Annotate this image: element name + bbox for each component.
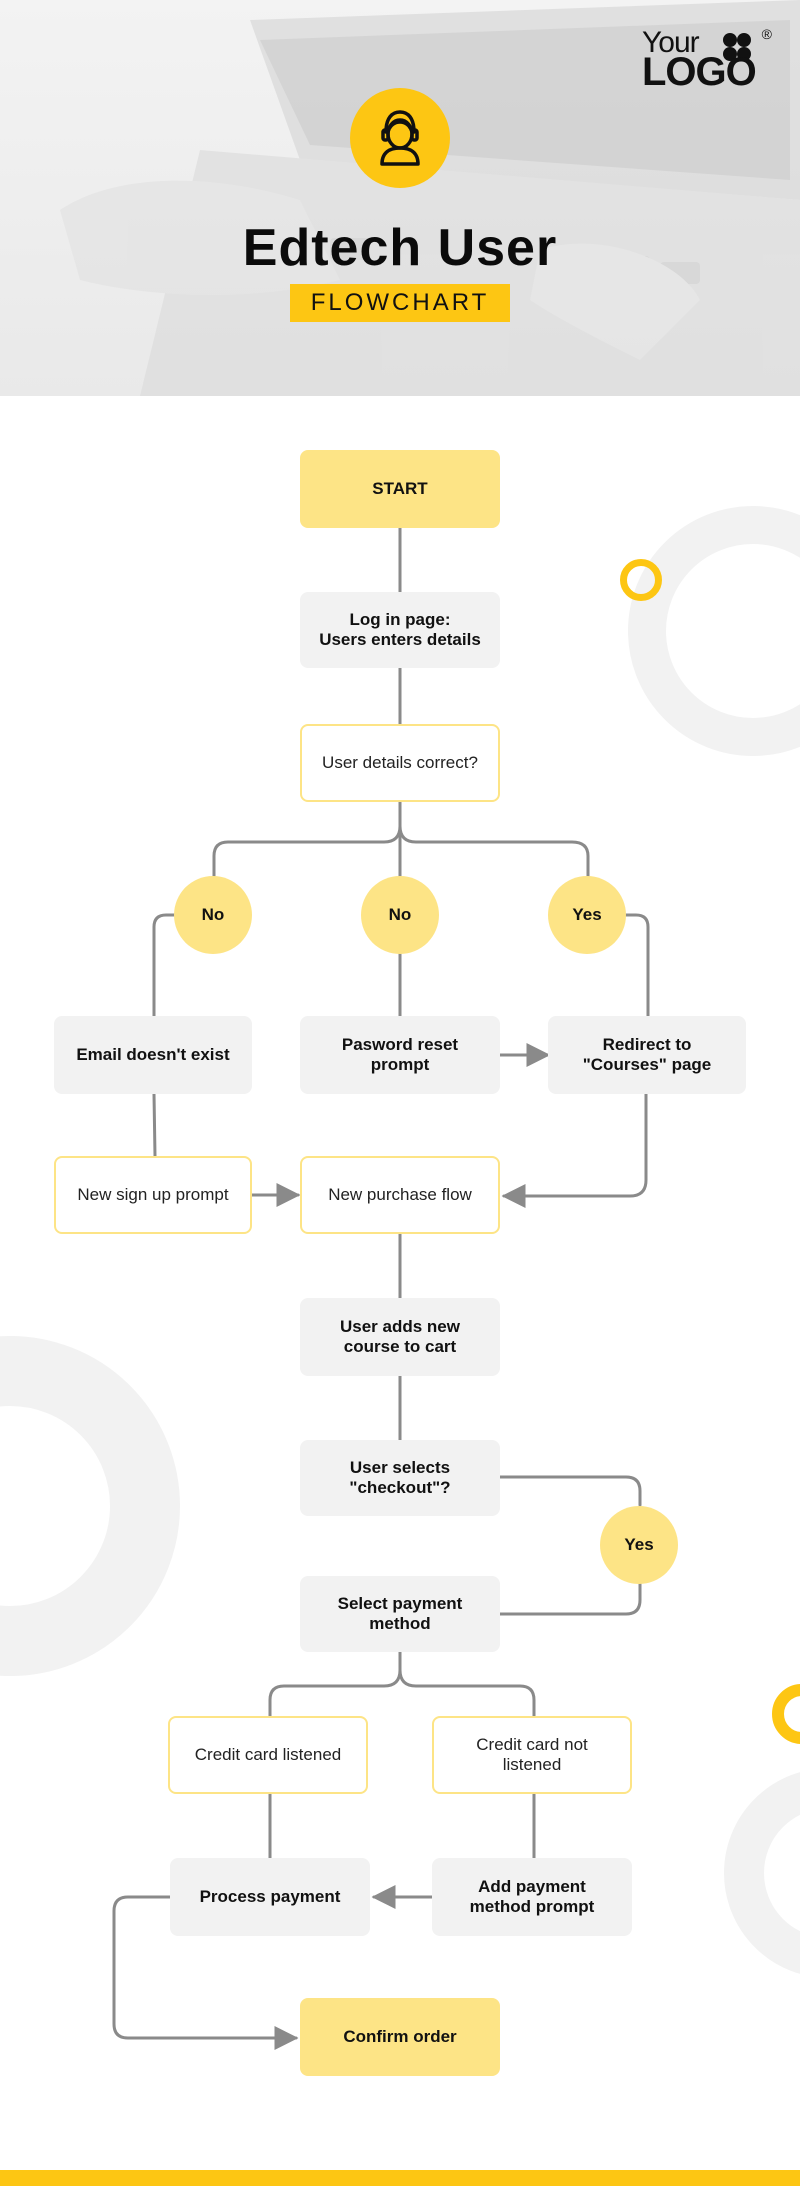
node-new-purchase-flow: New purchase flow	[300, 1156, 500, 1234]
node-start: START	[300, 450, 500, 528]
node-select-checkout: User selects "checkout"?	[300, 1440, 500, 1516]
connector-redirect-purchase	[501, 1092, 648, 1208]
connector-check-branches	[212, 800, 590, 878]
node-process-payment: Process payment	[170, 1858, 370, 1936]
connector-payment-cards	[268, 1650, 536, 1718]
connector-checkout-yes	[498, 1475, 642, 1507]
node-confirm-order: Confirm order	[300, 1998, 500, 2076]
node-redirect-courses: Redirect to "Courses" page	[548, 1016, 746, 1094]
logo-text-your: Your	[642, 26, 700, 59]
node-select-payment-method: Select payment method	[300, 1576, 500, 1652]
avatar	[350, 88, 450, 188]
connector-email-signup	[152, 1092, 157, 1158]
node-login-page: Log in page: Users enters details	[300, 592, 500, 668]
branch-no-2: No	[361, 876, 439, 954]
branch-yes-1: Yes	[548, 876, 626, 954]
connector-yes-payment	[498, 1581, 642, 1616]
page-subtitle-badge: FLOWCHART	[290, 284, 510, 322]
page-title: Edtech User	[242, 219, 558, 277]
node-credit-card-listed: Credit card listened	[168, 1716, 368, 1794]
clover-icon	[723, 33, 751, 61]
footer-accent-bar	[0, 2170, 800, 2186]
logo-text-logo: LOGO	[642, 50, 757, 94]
connector-no1-email	[152, 913, 178, 1018]
decorative-ring-small-yellow	[620, 559, 662, 601]
node-add-payment-method-prompt: Add payment method prompt	[432, 1858, 632, 1936]
brand-logo: Your ® LOGO	[642, 26, 772, 94]
logo-registered-mark: ®	[761, 26, 772, 42]
connector-yes1-redirect	[624, 913, 650, 1018]
hero-banner: Your ® LOGO Edtech	[0, 0, 800, 396]
node-user-details-check: User details correct?	[300, 724, 500, 802]
branch-no-1: No	[174, 876, 252, 954]
node-credit-card-not-listed: Credit card not listened	[432, 1716, 632, 1794]
branch-yes-2: Yes	[600, 1506, 678, 1584]
node-email-doesnt-exist: Email doesn't exist	[54, 1016, 252, 1094]
node-new-signup-prompt: New sign up prompt	[54, 1156, 252, 1234]
connector-process-confirm	[112, 1895, 299, 2050]
user-headset-icon	[380, 110, 420, 166]
node-add-course-to-cart: User adds new course to cart	[300, 1298, 500, 1376]
node-password-reset: Pasword reset prompt	[300, 1016, 500, 1094]
